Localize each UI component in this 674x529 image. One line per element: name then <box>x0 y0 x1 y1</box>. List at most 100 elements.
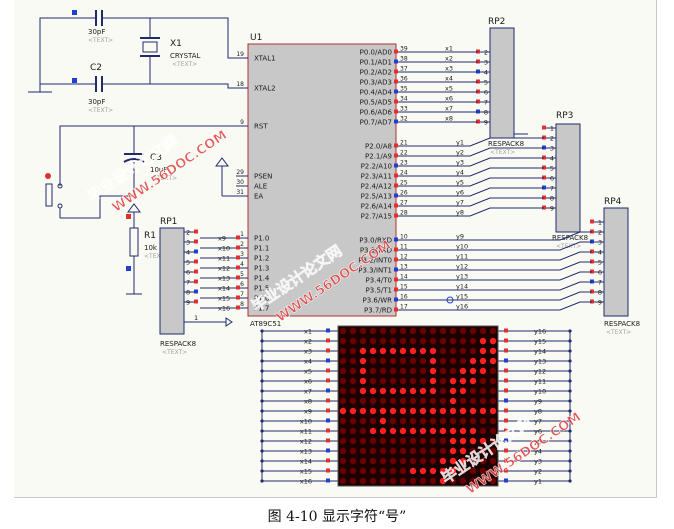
led-dot <box>349 387 357 395</box>
rp4-body <box>603 207 629 317</box>
led-dot <box>399 387 407 395</box>
led-dot <box>439 387 447 395</box>
led-dot <box>429 467 437 475</box>
led-dot <box>489 477 497 485</box>
led-dot <box>389 327 397 335</box>
led-dot <box>419 457 427 465</box>
led-dot <box>389 397 397 405</box>
led-dot <box>349 327 357 335</box>
u1-pin-name: P0.7/AD7 <box>360 119 392 127</box>
u1-pin-marker <box>394 173 398 178</box>
rp1-pin-label: 7 <box>186 279 190 287</box>
u1-pin-marker <box>236 265 240 270</box>
matrix-row-label: x13 <box>300 448 312 456</box>
led-dot <box>389 427 397 435</box>
led-dot <box>409 417 417 425</box>
led-dot <box>469 387 477 395</box>
led-dot <box>469 427 477 435</box>
led-dot <box>429 327 437 335</box>
led-dot <box>429 337 437 345</box>
u1-pin-number: 17 <box>400 304 408 311</box>
rp4-pin-label: 8 <box>598 289 602 297</box>
led-dot <box>369 407 377 415</box>
u1-pin-number: 23 <box>400 160 408 167</box>
p0-net-label: x6 <box>445 95 453 103</box>
rp1-pin-label: 8 <box>186 289 190 297</box>
matrix-row-marker <box>326 468 330 473</box>
rp4-pin-label: 4 <box>598 249 602 257</box>
led-dot <box>479 417 487 425</box>
led-dot <box>409 457 417 465</box>
led-dot <box>469 447 477 455</box>
led-dot <box>399 417 407 425</box>
rp3-pin-label: 5 <box>550 165 554 173</box>
led-dot <box>369 477 377 485</box>
p0-net-label: x5 <box>445 85 453 93</box>
led-dot <box>379 417 387 425</box>
led-dot <box>409 437 417 445</box>
led-dot <box>359 417 367 425</box>
u1-pin-name: P3.1/TXD <box>360 247 392 255</box>
u1-part: AT89C51 <box>250 320 281 328</box>
led-dot <box>359 427 367 435</box>
led-dot <box>439 407 447 415</box>
u1-pin-name: P2.7/A15 <box>361 213 392 221</box>
u1-pin-marker <box>394 193 398 198</box>
matrix-row-marker <box>326 408 330 413</box>
rp4-pin-label: 1 <box>598 219 602 227</box>
matrix-row-label: x9 <box>304 408 312 416</box>
led-dot <box>479 467 487 475</box>
probe-marker <box>446 296 454 304</box>
rp3-ref: RP3 <box>556 111 573 121</box>
rp1-pin-label: 1 <box>194 314 198 322</box>
led-dot <box>479 407 487 415</box>
led-dot <box>489 397 497 405</box>
u1-pin-marker <box>236 235 240 240</box>
p3-net-wire <box>412 271 592 281</box>
led-dot <box>489 417 497 425</box>
u1-pin-name: P1.3 <box>254 265 269 273</box>
led-dot <box>429 477 437 485</box>
led-dot <box>439 377 447 385</box>
led-dot <box>459 377 467 385</box>
led-dot <box>479 397 487 405</box>
led-dot <box>349 377 357 385</box>
rp2-pin-label: 3 <box>484 59 488 67</box>
led-dot <box>359 397 367 405</box>
led-dot <box>479 387 487 395</box>
led-dot <box>369 417 377 425</box>
rp2-pin-label: 2 <box>484 49 488 57</box>
rp1-pin-label: 4 <box>186 249 190 257</box>
matrix-row-marker <box>326 328 330 333</box>
rp1-value: RESPACK8 <box>160 340 196 348</box>
p3-net-wire <box>412 251 592 261</box>
led-dot <box>449 347 457 355</box>
rp2-text: <TEXT> <box>490 149 515 156</box>
p3-net-label: y9 <box>456 233 464 241</box>
led-dot <box>359 477 367 485</box>
led-dot <box>359 447 367 455</box>
matrix-col-marker <box>504 368 508 373</box>
u1-ref: U1 <box>250 33 262 43</box>
rp4-pin-label: 2 <box>598 229 602 237</box>
matrix-col-label: y14 <box>534 348 546 356</box>
rp4-ref: RP4 <box>604 197 622 207</box>
led-dot <box>439 357 447 365</box>
p3-net-label: y16 <box>456 303 468 311</box>
led-dot <box>459 327 467 335</box>
led-dot <box>399 467 407 475</box>
u1-pin-number: 21 <box>400 140 408 147</box>
led-dot <box>489 347 497 355</box>
u1-pin-number: 29 <box>236 169 244 176</box>
matrix-col-marker <box>504 408 508 413</box>
rp2-pin-label: 8 <box>484 109 488 117</box>
rp3-pin-marker <box>542 125 546 130</box>
p2-net-wire <box>412 187 544 197</box>
led-dot <box>349 457 357 465</box>
u1-pin-marker <box>394 183 398 188</box>
u1-pin-name: P2.1/A9 <box>365 153 392 161</box>
matrix-col-marker <box>504 478 508 483</box>
matrix-row-label: x5 <box>304 368 312 376</box>
rp3-pin-label: 1 <box>550 125 554 133</box>
